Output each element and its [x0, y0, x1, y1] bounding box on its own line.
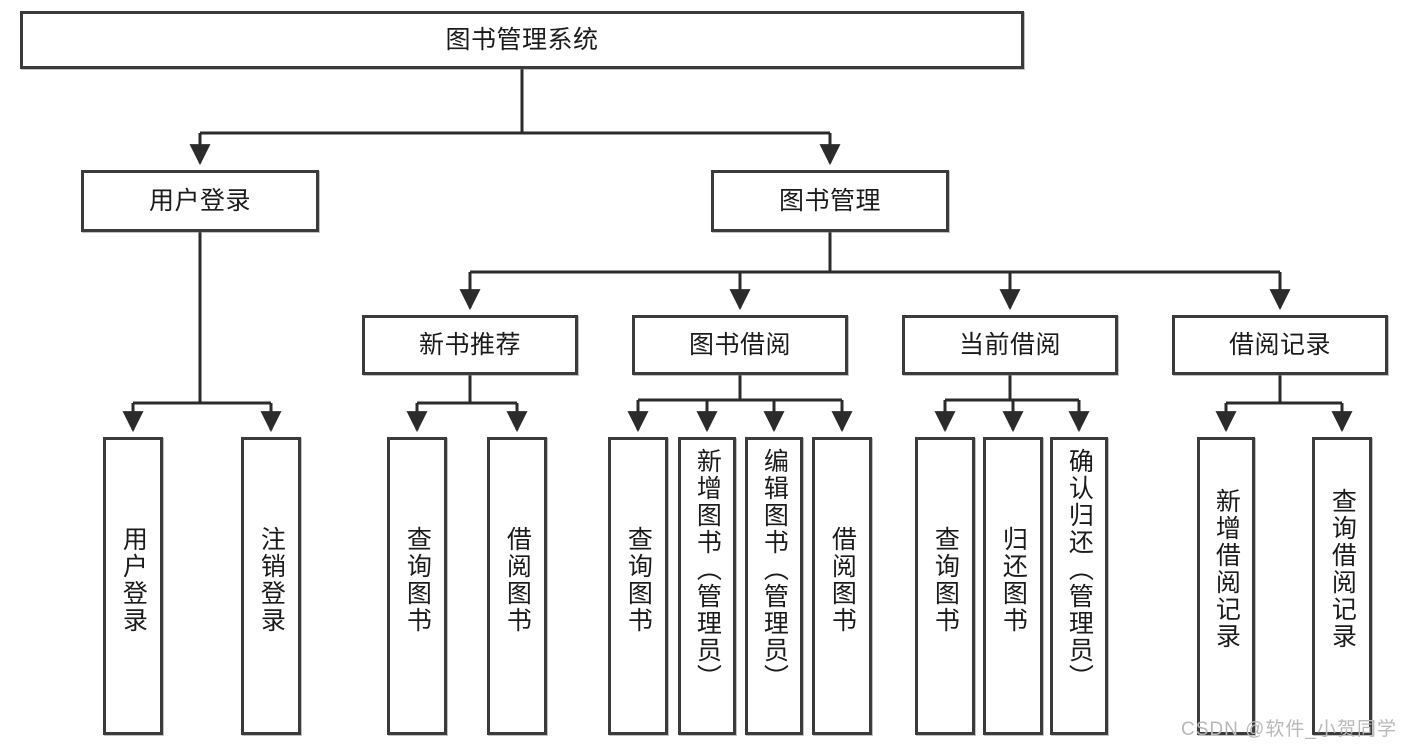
node-leaf-return-book[interactable]: 归还图书 — [983, 437, 1043, 735]
node-leaf-query-book-current[interactable]: 查询图书 — [915, 437, 975, 735]
node-label: 用户登录 — [148, 186, 251, 215]
node-label: 图书借阅 — [688, 330, 791, 359]
node-leaf-borrow-book-recommend[interactable]: 借阅图书 — [487, 437, 547, 735]
node-label: 图书管理系统 — [445, 25, 599, 54]
node-label: 用户登录 — [119, 526, 148, 634]
node-leaf-user-login[interactable]: 用户登录 — [103, 437, 163, 735]
node-new-book-recommend[interactable]: 新书推荐 — [362, 315, 578, 375]
node-label: 新增图书（管理员） — [693, 448, 722, 691]
node-leaf-confirm-return-admin[interactable]: 确认归还（管理员） — [1050, 437, 1108, 735]
node-borrow-record[interactable]: 借阅记录 — [1172, 315, 1388, 375]
node-leaf-add-borrow-record[interactable]: 新增借阅记录 — [1197, 437, 1255, 735]
node-root-system[interactable]: 图书管理系统 — [20, 11, 1024, 69]
node-label: 查询图书 — [931, 526, 960, 634]
node-label: 查询图书 — [403, 526, 432, 634]
node-user-login[interactable]: 用户登录 — [81, 170, 319, 232]
node-label: 归还图书 — [999, 526, 1028, 634]
node-leaf-query-book-recommend[interactable]: 查询图书 — [387, 437, 447, 735]
node-leaf-borrow-book[interactable]: 借阅图书 — [812, 437, 872, 735]
node-label: 编辑图书（管理员） — [760, 448, 789, 691]
node-leaf-logout[interactable]: 注销登录 — [241, 437, 301, 735]
node-label: 借阅图书 — [828, 526, 857, 634]
node-book-borrow[interactable]: 图书借阅 — [632, 315, 848, 375]
csdn-watermark: CSDN @软件_小贺同学 — [1181, 719, 1397, 740]
node-label: 借阅记录 — [1228, 330, 1331, 359]
node-leaf-query-book-borrow[interactable]: 查询图书 — [608, 437, 668, 735]
node-label: 注销登录 — [257, 526, 286, 634]
node-label: 确认归还（管理员） — [1065, 448, 1094, 691]
node-label: 图书管理 — [778, 186, 881, 215]
node-label: 新书推荐 — [418, 330, 521, 359]
node-label: 新增借阅记录 — [1212, 488, 1241, 650]
node-leaf-query-borrow-record[interactable]: 查询借阅记录 — [1312, 437, 1372, 735]
node-leaf-add-book-admin[interactable]: 新增图书（管理员） — [678, 437, 736, 735]
node-label: 当前借阅 — [958, 330, 1061, 359]
node-label: 借阅图书 — [503, 526, 532, 634]
node-label: 查询借阅记录 — [1328, 488, 1357, 650]
node-book-management[interactable]: 图书管理 — [711, 170, 949, 232]
node-current-borrow[interactable]: 当前借阅 — [902, 315, 1118, 375]
node-label: 查询图书 — [624, 526, 653, 634]
node-leaf-edit-book-admin[interactable]: 编辑图书（管理员） — [745, 437, 803, 735]
